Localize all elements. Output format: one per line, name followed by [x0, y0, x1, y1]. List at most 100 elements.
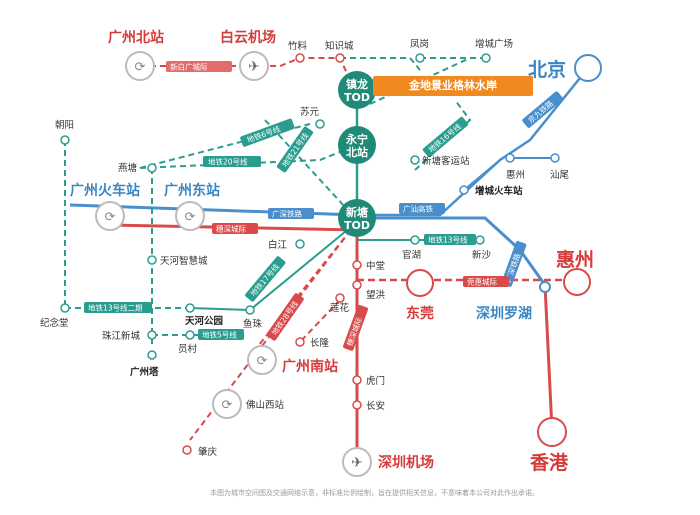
svg-text:地铁6号线: 地铁6号线	[245, 123, 282, 144]
station-dot-shanwei	[550, 153, 560, 163]
line-tag-guanhui: 莞惠城际	[463, 276, 509, 287]
svg-text:地铁13号线: 地铁13号线	[428, 235, 468, 245]
terminus-beijing	[574, 54, 602, 82]
label-fenggang: 凤岗	[410, 39, 429, 50]
svg-text:广汕高铁: 广汕高铁	[403, 204, 433, 214]
station-dot-zhujiang-new-town	[147, 330, 157, 340]
label-xintang-passenger: 新塘客运站	[422, 155, 470, 167]
station-dot-lianhua	[335, 293, 345, 303]
svg-text:TOD: TOD	[344, 91, 370, 104]
label-guangzhou-north: 广州北站	[108, 29, 164, 46]
station-dot-suyuan	[315, 119, 325, 129]
transfer-icon-guangzhou-railway: ⟳	[95, 201, 125, 231]
airplane-icon-shenzhen: ✈	[342, 447, 372, 477]
label-zhujiang-new-town: 珠江新城	[102, 330, 141, 342]
station-dot-zengcheng-railway	[459, 185, 469, 195]
label-baiyun-airport: 白云机场	[220, 29, 276, 46]
hub-zhenlong: 镇龙 TOD	[338, 71, 376, 109]
label-hongkong: 香港	[529, 452, 569, 474]
label-wanghong: 望洪	[366, 289, 386, 301]
svg-text:镇龙: 镇龙	[346, 77, 368, 91]
label-huizhou-big: 惠州	[556, 249, 594, 271]
station-dot-humen	[352, 375, 362, 385]
label-zhaoqing: 肇庆	[198, 446, 218, 458]
hub-yongning: 永宁 北站	[338, 126, 376, 164]
line-tag-suishen: 穗深城际	[212, 223, 258, 234]
svg-text:地铁21号线: 地铁21号线	[279, 130, 310, 169]
svg-text:京九铁路: 京九铁路	[526, 98, 556, 125]
station-dot-zhuliao	[295, 53, 305, 63]
svg-text:地铁17号线: 地铁17号线	[248, 261, 281, 298]
station-dot-huizhou-small	[505, 153, 515, 163]
svg-text:⟳: ⟳	[135, 60, 146, 75]
station-dot-yantang	[147, 163, 157, 173]
station-dot-fenggang	[415, 53, 425, 63]
terminus-huizhou	[563, 268, 591, 296]
hongkong-line	[543, 284, 554, 431]
metro28-line	[254, 221, 358, 351]
label-humen: 虎门	[366, 375, 385, 387]
yuzhu-connector	[189, 307, 251, 311]
svg-text:穗深城际: 穗深城际	[216, 224, 246, 234]
label-guangzhou-railway: 广州火车站	[70, 182, 140, 199]
line-tag-metro28: 地铁28号线	[266, 293, 304, 341]
station-dot-zhongtang	[352, 260, 362, 270]
label-baijiang: 白江	[268, 239, 288, 251]
svg-text:永宁: 永宁	[345, 132, 368, 146]
label-tianhe-park: 天河公园	[185, 315, 223, 327]
line-tag-guangshen: 广深铁路	[268, 208, 314, 219]
line-tag-metro13-phase2: 地铁13号线二期	[84, 302, 152, 313]
terminus-dongguan	[406, 269, 434, 297]
svg-text:⟳: ⟳	[222, 398, 233, 413]
station-dot-baijiang	[295, 239, 305, 249]
airplane-icon-baiyun: ✈	[239, 51, 269, 81]
hub-xintang: 新塘 TOD	[338, 199, 376, 237]
metro21-line	[264, 119, 358, 221]
station-dot-guanhu	[410, 235, 420, 245]
line-tag-metro5: 地铁5号线	[198, 329, 244, 340]
svg-text:地铁28号线: 地铁28号线	[269, 298, 300, 337]
label-zengcheng-square: 增城广场	[475, 38, 513, 50]
label-beijing: 北京	[528, 58, 566, 81]
svg-text:✈: ✈	[248, 59, 260, 75]
station-dot-yuzhu	[245, 305, 255, 315]
guangshen-east-line	[357, 216, 547, 286]
label-xinsha: 新沙	[472, 249, 492, 261]
foshan-line	[189, 221, 358, 441]
label-yuzhu: 鱼珠	[243, 318, 263, 330]
label-guangzhou-south: 广州南站	[282, 358, 338, 375]
label-zhishicheng: 知识城	[325, 40, 354, 52]
svg-text:新白广城际: 新白广城际	[170, 62, 208, 72]
svg-text:广深铁路: 广深铁路	[272, 209, 302, 219]
line-tag-metro20: 地铁20号线	[203, 156, 261, 167]
station-dot-changlong	[295, 337, 305, 347]
station-dot-jinian-tang	[60, 303, 70, 313]
transfer-icon-guangzhou-east: ⟳	[175, 201, 205, 231]
label-shenzhen-luohu: 深圳罗湖	[476, 305, 532, 322]
metro20-line	[139, 144, 358, 169]
line-tag-metro13: 地铁13号线	[424, 234, 476, 245]
label-shenzhen-airport: 深圳机场	[378, 454, 434, 471]
station-dot-zhishicheng	[335, 53, 345, 63]
label-zhuliao: 竹料	[288, 40, 308, 52]
metro14-upper-line	[340, 57, 421, 71]
station-dot-zengcheng-square	[481, 53, 491, 63]
svg-text:地铁5号线: 地铁5号线	[202, 330, 237, 340]
label-zengcheng-railway: 增城火车站	[475, 185, 523, 197]
transfer-icon-foshan-west: ⟳	[212, 389, 242, 419]
station-dot-tianhe-smart-city	[147, 255, 157, 265]
label-zhongtang: 中堂	[366, 260, 385, 272]
svg-text:✈: ✈	[351, 455, 363, 471]
svg-text:北站: 北站	[346, 145, 368, 159]
svg-text:地铁13号线二期: 地铁13号线二期	[88, 303, 143, 313]
label-huizhou-small: 惠州	[506, 169, 525, 181]
station-dot-wanghong	[352, 280, 362, 290]
svg-text:穗深城际: 穗深城际	[344, 315, 364, 347]
label-guanhu: 官湖	[402, 249, 421, 261]
label-chaoyang: 朝阳	[55, 120, 74, 131]
label-guangzhou-east: 广州东站	[164, 182, 220, 199]
metro17-line	[249, 221, 358, 311]
svg-text:⟳: ⟳	[257, 354, 268, 369]
station-dot-guangzhou-tower	[147, 350, 157, 360]
terminus-hongkong	[537, 417, 567, 447]
